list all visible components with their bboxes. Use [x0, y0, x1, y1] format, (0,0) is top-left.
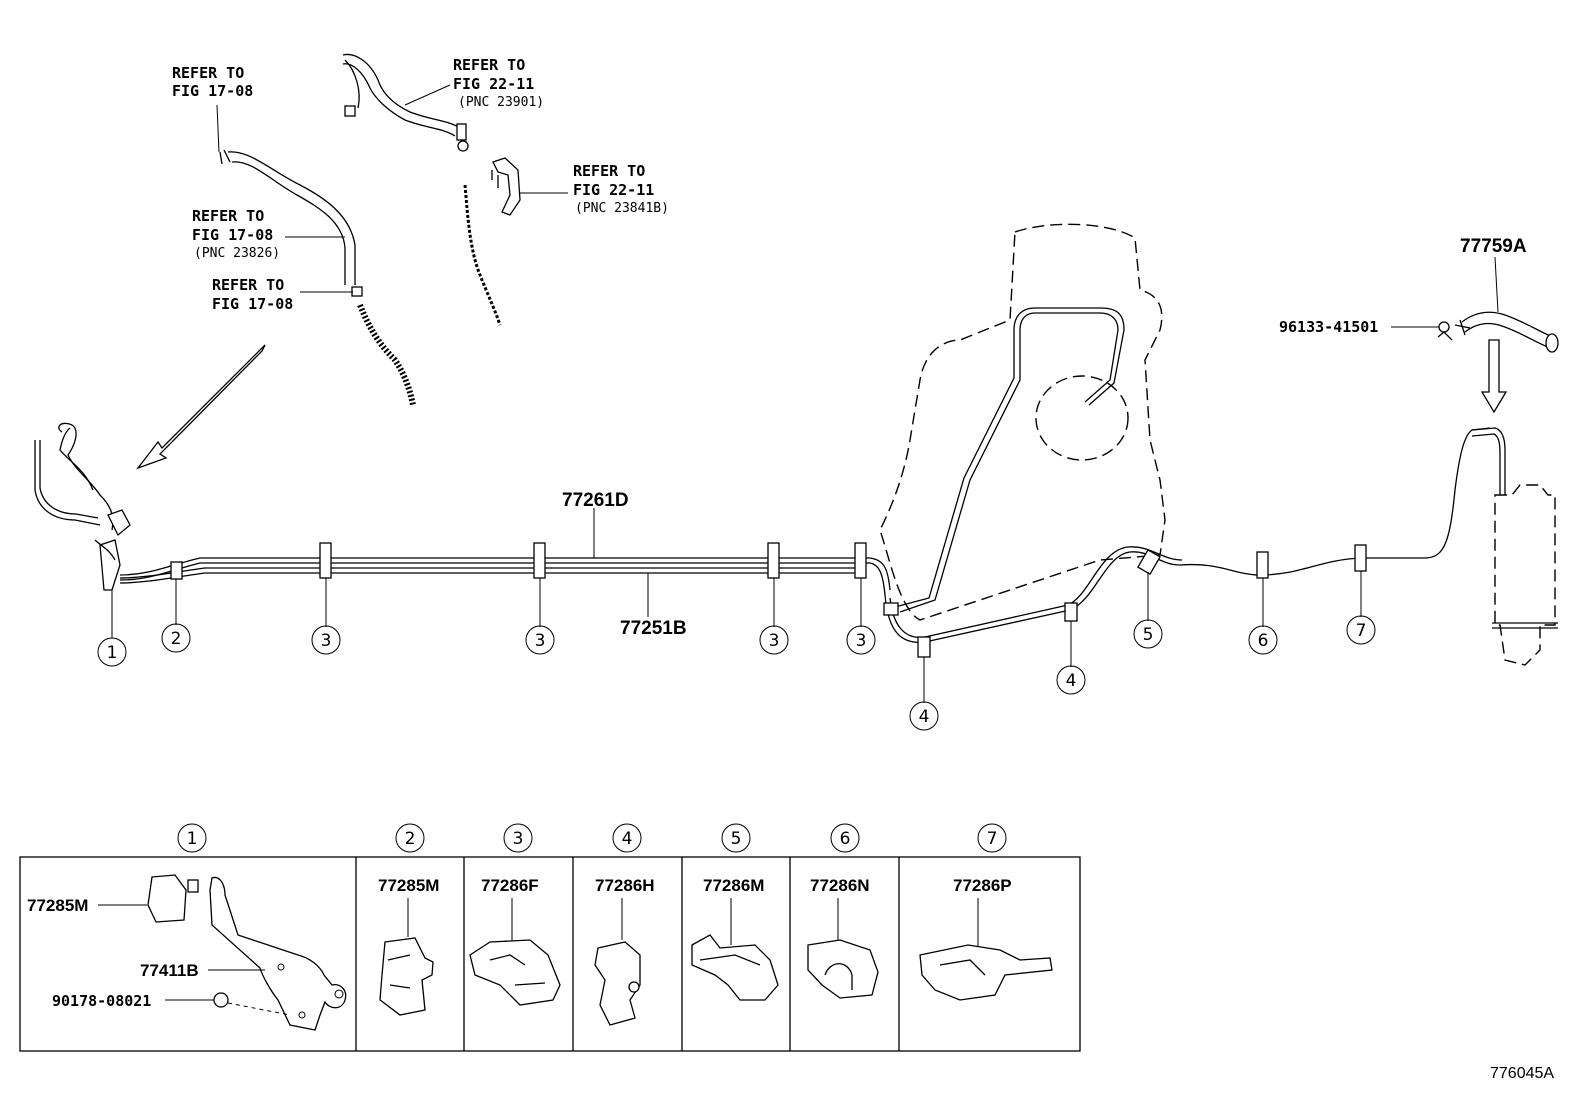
parts-table: 1 2 3 4 5 6 7 77285M 77411B 901	[19, 823, 1081, 1052]
table-header-1: 1	[187, 829, 198, 849]
part-77261D: 77261D	[562, 490, 629, 511]
callout-3a: 3	[321, 631, 332, 651]
ref-label-1: REFER TO FIG 17-08	[172, 64, 253, 100]
svg-text:REFER TO: REFER TO	[573, 162, 645, 180]
part-77759A: 77759A	[1460, 236, 1527, 257]
table-header-7: 7	[987, 829, 998, 849]
reference-hoses	[136, 53, 568, 470]
table-header-5: 5	[731, 829, 742, 849]
table-header-2: 2	[405, 829, 416, 849]
svg-text:REFER TO: REFER TO	[212, 276, 284, 294]
cell2-77285M: 77285M	[378, 876, 439, 895]
svg-text:(PNC 23826): (PNC 23826)	[194, 246, 280, 261]
callout-7: 7	[1356, 621, 1367, 641]
ref-label-4: REFER TO FIG 17-08 (PNC 23826)	[192, 207, 280, 261]
callout-4b: 4	[1066, 671, 1077, 691]
svg-text:(PNC 23901): (PNC 23901)	[458, 95, 544, 110]
table-header-6: 6	[840, 829, 851, 849]
svg-text:REFER TO: REFER TO	[172, 64, 244, 82]
cell1-90178-08021: 90178-08021	[52, 992, 151, 1010]
callout-6: 6	[1258, 631, 1269, 651]
cell7-77286P: 77286P	[953, 876, 1012, 895]
callout-3d: 3	[856, 631, 867, 651]
cell1-77285M: 77285M	[27, 896, 88, 915]
ref-label-5: REFER TO FIG 17-08	[212, 276, 293, 313]
table-header-4: 4	[622, 829, 633, 849]
svg-text:REFER TO: REFER TO	[453, 56, 525, 74]
svg-text:FIG 17-08: FIG 17-08	[212, 295, 293, 313]
callouts: 1 2 3 3 3 3 4 4 5 6 7	[97, 615, 1376, 731]
part-96133-41501: 96133-41501	[1279, 318, 1378, 336]
svg-text:REFER TO: REFER TO	[192, 207, 264, 225]
svg-text:FIG 22-11: FIG 22-11	[453, 75, 534, 93]
figure-id: 776045A	[1490, 1065, 1554, 1082]
cell3-77286F: 77286F	[481, 876, 539, 895]
cell6-77286N: 77286N	[810, 876, 870, 895]
svg-text:FIG 17-08: FIG 17-08	[192, 226, 273, 244]
callout-2: 2	[171, 629, 182, 649]
ref-label-3: REFER TO FIG 22-11 (PNC 23841B)	[573, 162, 669, 216]
svg-text:FIG 22-11: FIG 22-11	[573, 181, 654, 199]
cell1-77411B: 77411B	[140, 961, 199, 980]
ref-label-2: REFER TO FIG 22-11 (PNC 23901)	[453, 56, 544, 110]
callout-4a: 4	[919, 707, 930, 727]
callout-3b: 3	[535, 631, 546, 651]
svg-text:FIG 17-08: FIG 17-08	[172, 82, 253, 100]
cell4-77286H: 77286H	[595, 876, 655, 895]
part-77251B: 77251B	[620, 618, 687, 639]
table-header-3: 3	[513, 829, 524, 849]
svg-text:(PNC 23841B): (PNC 23841B)	[575, 201, 669, 216]
fuel-tube-assembly	[34, 223, 1559, 703]
callout-5: 5	[1143, 625, 1154, 645]
cell5-77286M: 77286M	[703, 876, 764, 895]
callout-1: 1	[107, 643, 118, 663]
callout-3c: 3	[769, 631, 780, 651]
